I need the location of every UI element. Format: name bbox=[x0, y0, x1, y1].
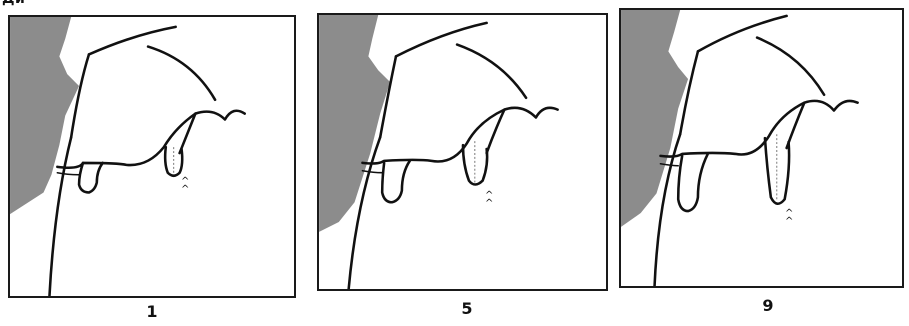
udder-outline bbox=[362, 108, 557, 164]
panel-score-9 bbox=[619, 8, 904, 288]
figure-heading: Ди bbox=[2, 0, 25, 7]
cow-leg-shadow bbox=[319, 15, 390, 232]
udder-outline bbox=[660, 101, 857, 157]
teat-marker-1: ^^ bbox=[181, 178, 189, 194]
udder-rear bbox=[487, 110, 505, 153]
panel-score-1 bbox=[8, 15, 296, 298]
udder-diagram-1 bbox=[10, 17, 294, 296]
caption-score-5: 5 bbox=[447, 299, 487, 318]
front-teat bbox=[79, 163, 103, 193]
teat-marker-5: ^^ bbox=[485, 192, 493, 208]
teat-marker-9: ^^ bbox=[785, 210, 793, 226]
flank-line bbox=[457, 45, 526, 98]
belly-line bbox=[89, 27, 176, 55]
flank-line bbox=[757, 38, 824, 95]
panel-score-5 bbox=[317, 13, 608, 291]
front-teat bbox=[678, 154, 708, 211]
cow-leg-shadow bbox=[10, 17, 79, 214]
udder-diagram-5 bbox=[319, 15, 606, 289]
base-line bbox=[362, 171, 382, 173]
caption-score-1: 1 bbox=[132, 302, 172, 321]
udder-diagram-9 bbox=[621, 10, 902, 286]
flank-line bbox=[148, 47, 215, 100]
front-teat bbox=[382, 161, 410, 202]
udder-outline bbox=[57, 111, 244, 168]
base-line bbox=[57, 173, 79, 175]
caption-score-9: 9 bbox=[748, 296, 788, 315]
